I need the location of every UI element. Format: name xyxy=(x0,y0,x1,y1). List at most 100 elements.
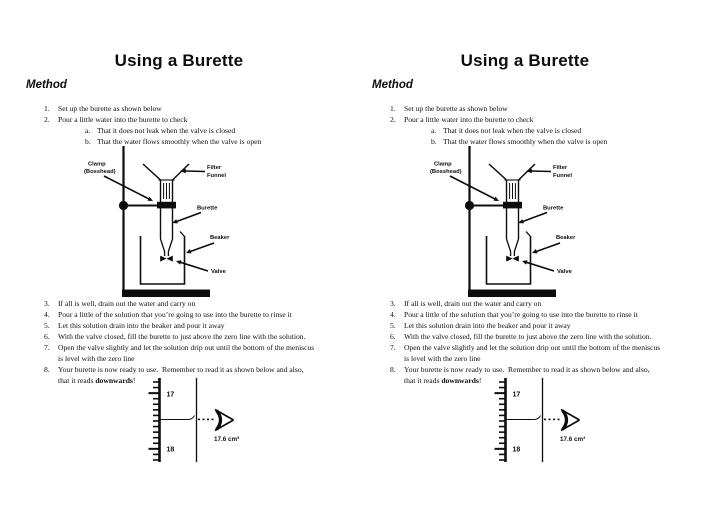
step-number: 6. xyxy=(44,332,50,341)
filter-funnel-label2: Funnel xyxy=(553,173,572,179)
step-text: Pour a little water into the burette to … xyxy=(58,115,188,124)
step-line: 7. Open the valve slightly and let the s… xyxy=(346,343,716,353)
meniscus-line xyxy=(506,415,541,420)
step-line: 6. With the valve closed, fill the buret… xyxy=(346,332,716,342)
step-number: 4. xyxy=(390,310,396,319)
valve-symbol xyxy=(160,255,167,262)
step-number: 3. xyxy=(44,299,50,308)
clamp-label: Clamp xyxy=(434,162,452,168)
substep-letter: a. xyxy=(85,126,91,135)
step-continuation: that it reads downwards! xyxy=(0,376,370,386)
funnel-cone-left xyxy=(142,163,162,181)
page-title: Using a Burette xyxy=(114,51,244,70)
burette-taper-right xyxy=(167,238,174,256)
filter-funnel-label2: Funnel xyxy=(207,173,226,179)
step-line: 5. Let this solution drain into the beak… xyxy=(346,321,716,331)
stand-base xyxy=(468,289,556,297)
step-number: 5. xyxy=(44,321,50,330)
substep-line: b. That the water flows smoothly when th… xyxy=(346,137,716,147)
boss-knob xyxy=(464,200,475,211)
meniscus-reading-diagram: 17 18 17.6 cm³ xyxy=(494,378,585,462)
funnel-cone-left xyxy=(488,163,508,181)
scale-ticks xyxy=(494,381,506,461)
beaker-label: Beaker xyxy=(210,235,230,241)
eye-icon xyxy=(560,408,580,432)
substep-line: a. That it does not leak when the valve … xyxy=(0,126,370,136)
boss-knob xyxy=(118,200,129,211)
burette-setup-diagram: Clamp (Bosshead) Filter Funnel Burette B… xyxy=(84,146,230,297)
substep-letter: a. xyxy=(431,126,437,135)
diagrams-overlay: Clamp (Bosshead) Filter Funnel Burette B… xyxy=(84,146,239,462)
step-text: Set up the burette as shown below xyxy=(58,104,162,113)
step-number: 1. xyxy=(44,104,50,113)
step-line: 5. Let this solution drain into the beak… xyxy=(0,321,370,331)
clamp-arrow xyxy=(103,175,153,201)
scale-label-18: 18 xyxy=(167,447,175,454)
substep-text: That it does not leak when the valve is … xyxy=(97,126,236,135)
beaker-spout xyxy=(179,231,185,237)
clamp-label: Clamp xyxy=(88,162,106,168)
step-continuation: is level with the zero line xyxy=(346,354,716,364)
step-text: Pour a little of the solution that you’r… xyxy=(404,310,638,319)
beaker-spout xyxy=(525,231,531,237)
eye-icon xyxy=(214,408,234,432)
funnel-cone-right xyxy=(517,163,536,181)
step-line: 3. If all is well, drain out the water a… xyxy=(0,299,370,309)
step-continuation: is level with the zero line xyxy=(0,354,370,364)
step-line: 4. Pour a little of the solution that yo… xyxy=(346,310,716,320)
step-line: 2. Pour a little water into the burette … xyxy=(0,115,370,125)
burette-taper-left xyxy=(159,238,166,256)
step-line: 2. Pour a little water into the burette … xyxy=(346,115,716,125)
funnel-cone-right xyxy=(171,163,190,181)
reading-value: 17.6 cm³ xyxy=(214,436,239,443)
step-text: Pour a little of the solution that you’r… xyxy=(58,310,292,319)
burette-setup-diagram: Clamp (Bosshead) Filter Funnel Burette B… xyxy=(430,146,576,297)
valve-symbol xyxy=(512,255,519,262)
valve-arrow xyxy=(522,260,555,272)
scale-ticks xyxy=(148,381,160,461)
step-text: Let this solution drain into the beaker … xyxy=(58,321,225,330)
funnel-arrow xyxy=(180,168,206,174)
clamp-arrow xyxy=(449,175,499,201)
step-text: Your burette is now ready to use. Rememb… xyxy=(404,365,650,374)
step-text: is level with the zero line xyxy=(404,354,481,363)
sight-dotted-line xyxy=(544,418,560,421)
burette-taper-right xyxy=(513,238,520,256)
substep-line: b. That the water flows smoothly when th… xyxy=(0,137,370,147)
meniscus-reading-diagram: 17 18 17.6 cm³ xyxy=(148,378,239,462)
step-line: 8. Your burette is now ready to use. Rem… xyxy=(346,365,716,375)
clamp-jaw xyxy=(503,201,522,209)
step-number: 2. xyxy=(44,115,50,124)
substep-letter: b. xyxy=(85,137,91,146)
valve-label: Valve xyxy=(211,269,227,275)
clamp-jaw xyxy=(157,201,176,209)
beaker-outline xyxy=(139,236,186,285)
step-text: that it reads downwards! xyxy=(58,376,136,385)
substep-text: That it does not leak when the valve is … xyxy=(443,126,582,135)
step-text: With the valve closed, fill the burette … xyxy=(404,332,652,341)
burette-taper-left xyxy=(505,238,512,256)
funnel-arrow xyxy=(526,168,552,174)
step-line: 1. Set up the burette as shown below xyxy=(0,104,370,114)
step-number: 6. xyxy=(390,332,396,341)
step-text: If all is well, drain out the water and … xyxy=(404,299,542,308)
step-number: 3. xyxy=(390,299,396,308)
step-text: that it reads downwards! xyxy=(404,376,482,385)
step-text: Your burette is now ready to use. Rememb… xyxy=(58,365,304,374)
step-text: With the valve closed, fill the burette … xyxy=(58,332,306,341)
meniscus-line xyxy=(160,415,195,420)
substep-line: a. That it does not leak when the valve … xyxy=(346,126,716,136)
burette-label: Burette xyxy=(197,206,218,212)
filter-funnel-label: Filter xyxy=(553,165,568,171)
substep-text: That the water flows smoothly when the v… xyxy=(443,137,608,146)
page-title: Using a Burette xyxy=(460,51,590,70)
step-line: 6. With the valve closed, fill the buret… xyxy=(0,332,370,342)
step-text: Pour a little water into the burette to … xyxy=(404,115,534,124)
method-heading: Method xyxy=(26,79,67,91)
burette-arrow xyxy=(172,211,202,224)
beaker-arrow xyxy=(186,242,215,254)
burette-arrow xyxy=(518,211,548,224)
step-number: 5. xyxy=(390,321,396,330)
valve-arrow xyxy=(176,260,209,272)
